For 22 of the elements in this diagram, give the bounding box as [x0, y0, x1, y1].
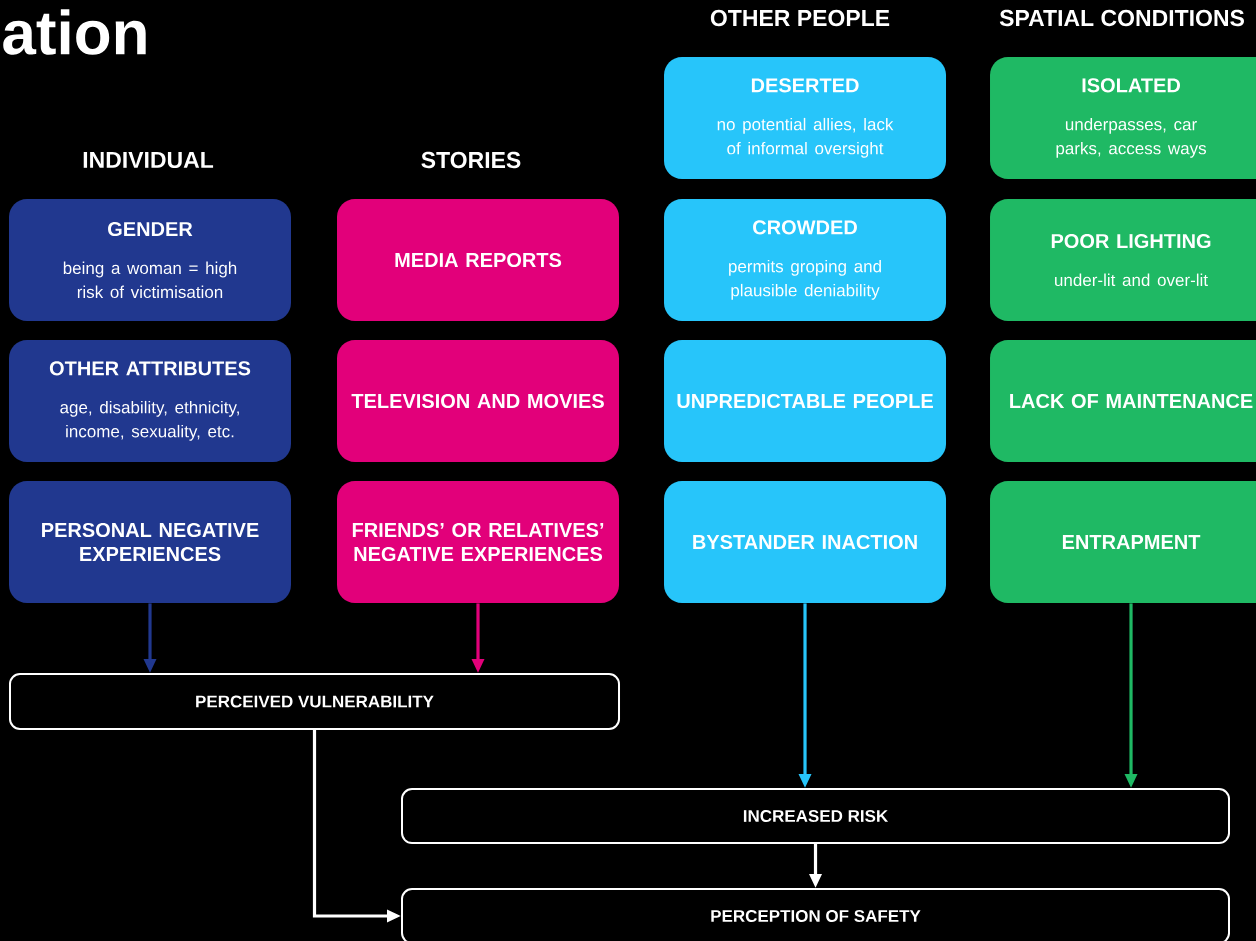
title: ation — [3, 9, 146, 55]
category-box: TELEVISION AND MOVIES — [337, 340, 619, 462]
category-box: CROWDED permits groping and plausible deniability — [664, 199, 946, 321]
category-box: ENTRAPMENT — [990, 481, 1256, 603]
column-heading: STORIES — [421, 151, 521, 169]
column-heading: OTHER PEOPLE — [710, 9, 890, 27]
outcome-box: INCREASED RISK — [401, 788, 1230, 844]
outcome-box: PERCEIVED VULNERABILITY — [9, 673, 620, 730]
category-box: ISOLATED underpasses, car parks, access ways — [990, 57, 1256, 179]
category-box: MEDIA REPORTS — [337, 199, 619, 321]
category-box: GENDER being a woman = high risk of victimisation — [9, 199, 291, 321]
column-heading: INDIVIDUAL — [83, 152, 214, 168]
category-box: LACK OF MAINTENANCE — [990, 340, 1256, 462]
category-box: POOR LIGHTING under-lit and over-lit — [990, 199, 1256, 321]
category-box: OTHER ATTRIBUTES age, disability, ethnicity, income, sexuality, etc. — [9, 340, 291, 462]
category-box: UNPREDICTABLE PEOPLE — [664, 340, 946, 462]
column-heading: SPATIAL CONDITIONS — [999, 9, 1244, 27]
outcome-box: PERCEPTION OF SAFETY — [401, 888, 1230, 941]
category-box: FRIENDS’ OR RELATIVES’ NEGATIVE EXPERIENCES — [337, 481, 619, 603]
category-box: PERSONAL NEGATIVE EXPERIENCES — [9, 481, 291, 603]
category-box: DESERTED no potential allies, lack of informal oversight — [664, 57, 946, 179]
category-box: BYSTANDER INACTION — [664, 481, 946, 603]
